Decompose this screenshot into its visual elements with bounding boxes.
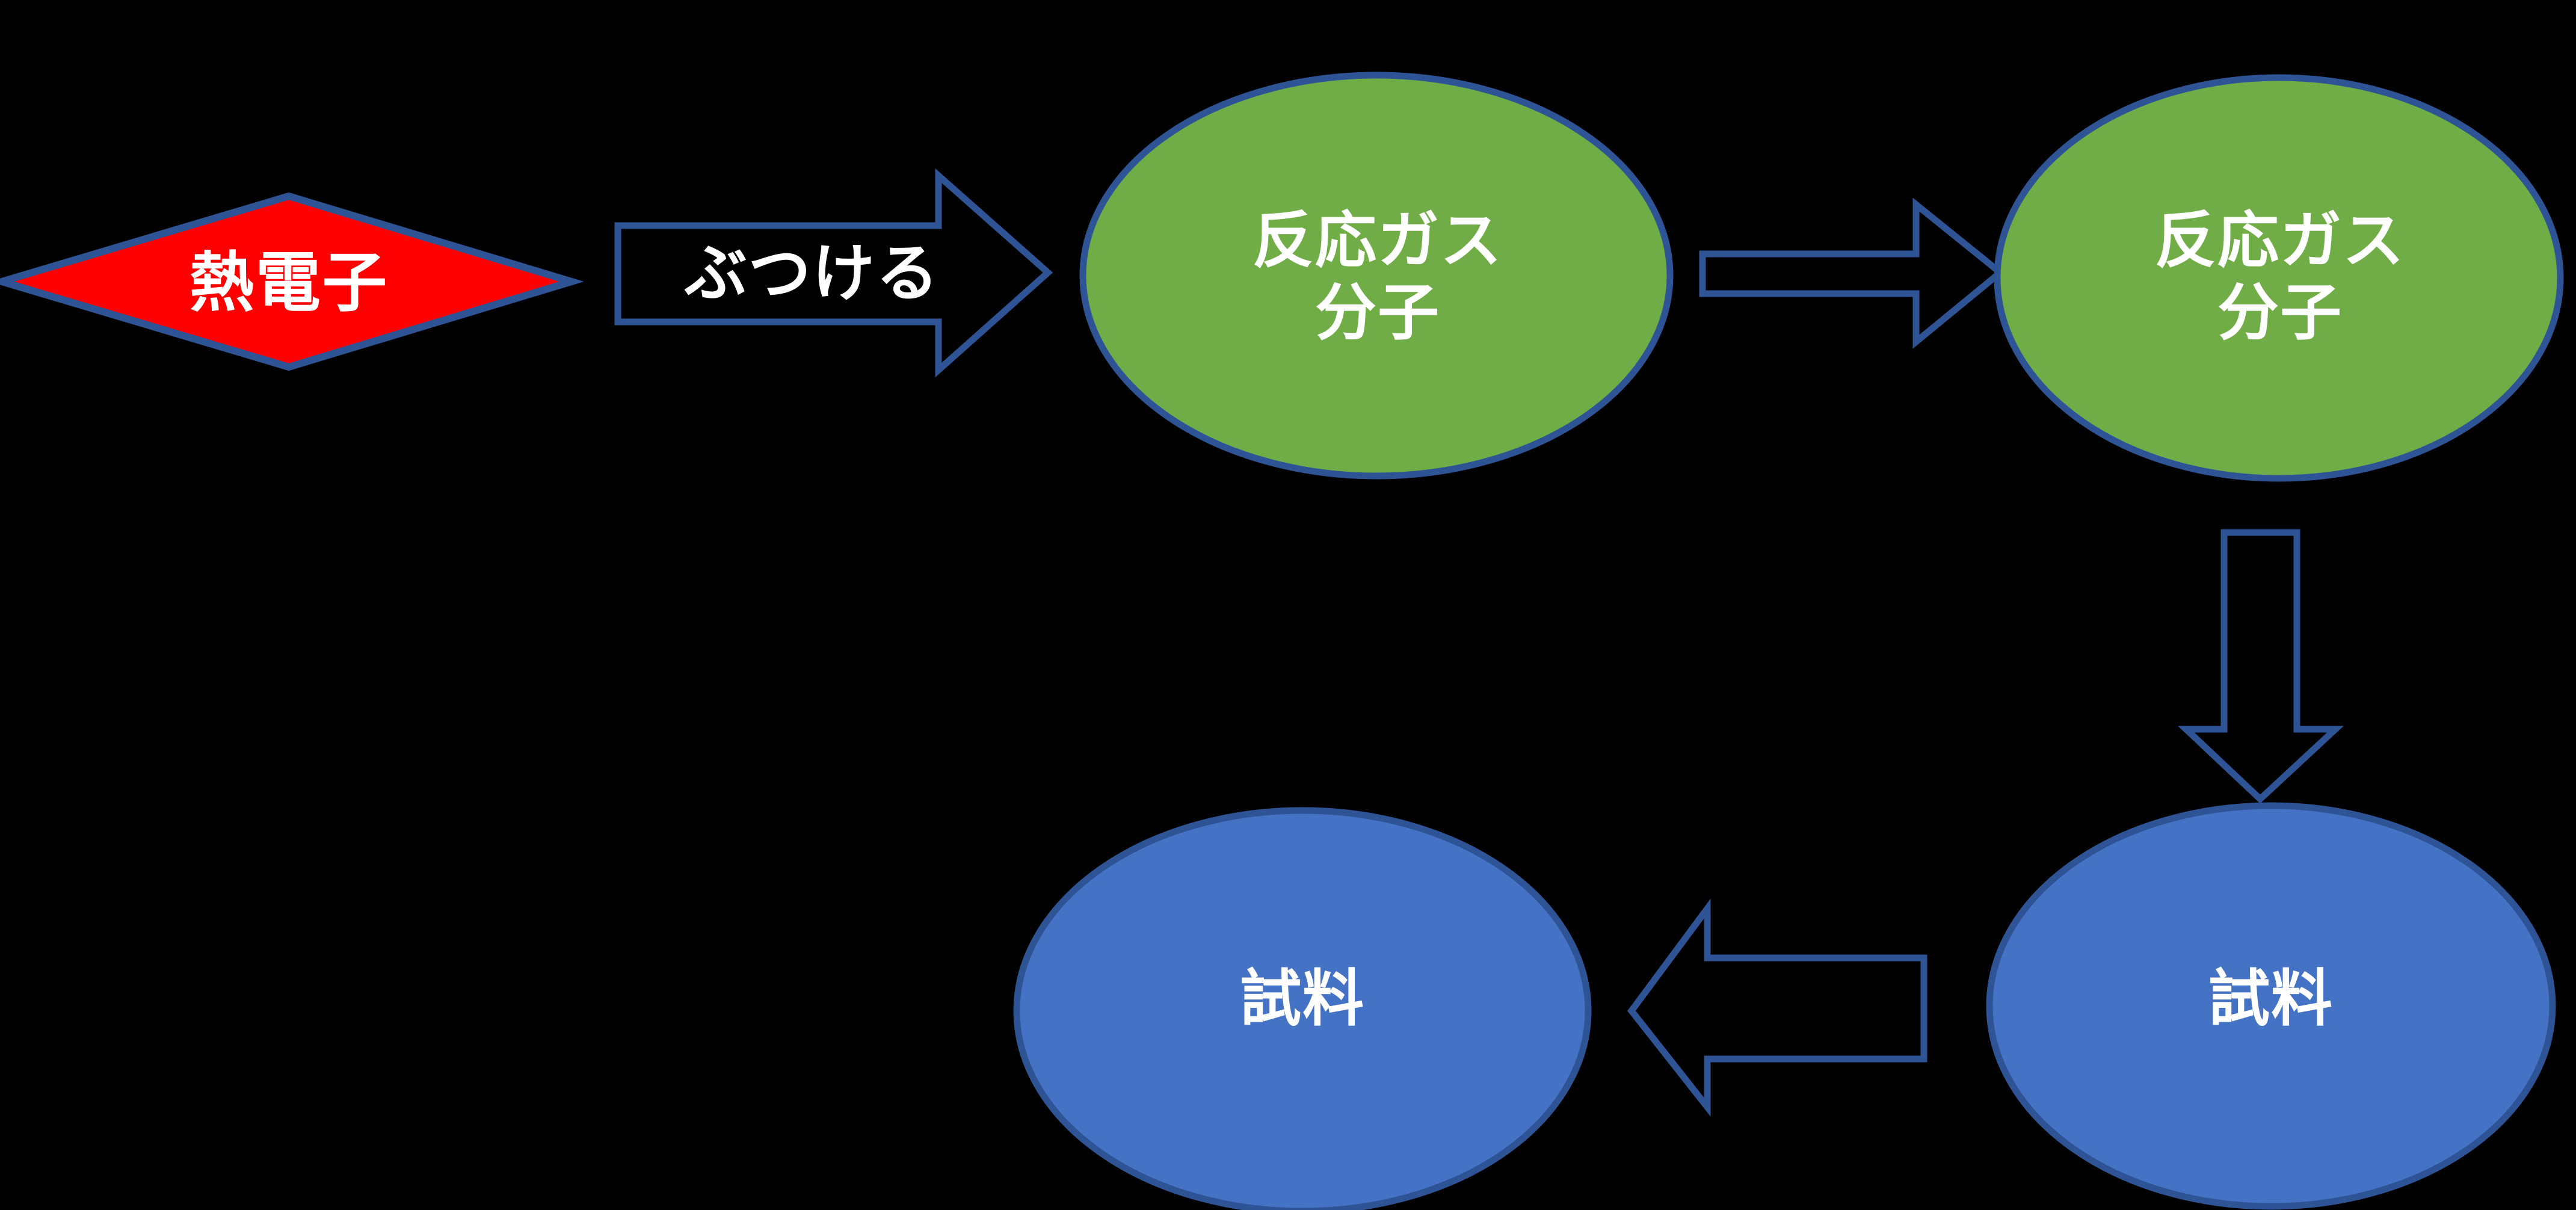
connector-gas-to-gas-arrow-icon[interactable] — [1699, 197, 2006, 349]
connector-sample-to-sample-arrow-icon[interactable] — [1627, 898, 1927, 1117]
connector-gas-to-sample-arrow-icon[interactable] — [2178, 529, 2344, 804]
node-thermionic-electron-diamond[interactable] — [0, 192, 584, 371]
node-sample-2-ellipse[interactable] — [1986, 802, 2556, 1210]
connector-collide-arrow-icon[interactable] — [614, 168, 1053, 378]
node-reactive-gas-molecule-1-ellipse[interactable] — [1079, 72, 1674, 480]
node-sample-1-ellipse[interactable] — [1013, 807, 1592, 1210]
node-reactive-gas-molecule-2-ellipse[interactable] — [1994, 74, 2564, 482]
